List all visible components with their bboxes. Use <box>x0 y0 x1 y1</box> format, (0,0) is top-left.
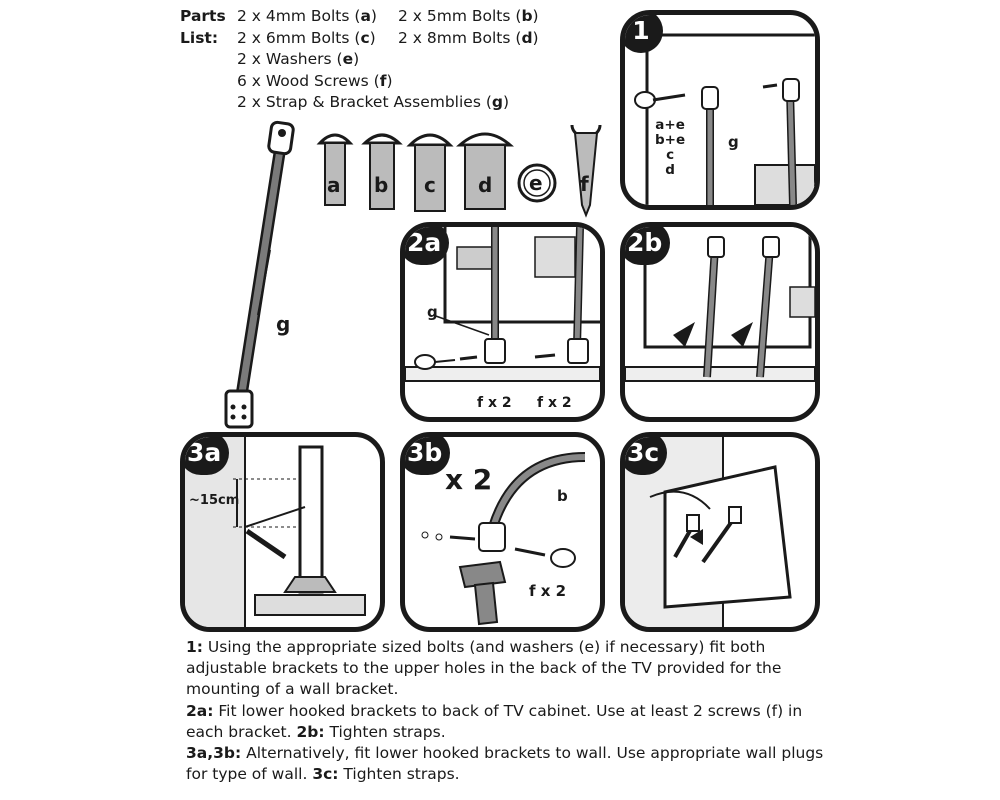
bolt-c <box>406 133 454 212</box>
bolt-d <box>456 132 514 210</box>
label-c: c <box>666 147 675 163</box>
panel-3b-label-f: f x 2 <box>529 582 567 600</box>
panel-1-badge: 1 <box>625 15 663 53</box>
parts-list-item: 2 x 4mm Bolts (a) <box>237 7 377 25</box>
list-heading: List: <box>180 28 219 47</box>
bolt-b <box>361 133 403 210</box>
panel-1-labels: a+e b+e c d <box>655 118 685 178</box>
panel-2b-badge: 2b <box>625 227 671 265</box>
panel-2a-label-f2: f x 2 <box>537 395 572 411</box>
bolt-c-label: c <box>424 173 436 197</box>
bolt-a-label: a <box>327 173 341 197</box>
strap-g-label: g <box>276 312 291 336</box>
panel-3c: 3c <box>620 432 820 632</box>
parts-heading: Parts <box>180 7 226 25</box>
panel-1: 1 a+e b+e c d g <box>620 10 820 210</box>
bolt-a <box>316 133 354 206</box>
panel-3a-distance-label: ~15cm <box>189 493 240 508</box>
parts-list-item: 2 x 8mm Bolts (d) <box>398 28 539 47</box>
panel-3b-times-two: x 2 <box>445 463 493 496</box>
panel-3a: 3a ~15cm <box>180 432 385 632</box>
panel-1-label-g: g <box>728 133 739 151</box>
instruction-paragraph: 1: Using the appropriate sized bolts (an… <box>186 638 782 699</box>
bolt-d-label: d <box>478 173 493 197</box>
parts-list-item: 2 x Strap & Bracket Assemblies (g) <box>237 93 510 111</box>
parts-list-item: 2 x 5mm Bolts (b) <box>398 7 539 25</box>
instruction-paragraph: 3a,3b: Alternatively, fit lower hooked b… <box>186 744 824 784</box>
panel-3a-badge: 3a <box>185 437 230 475</box>
bolt-b-label: b <box>374 173 389 197</box>
panel-3b: 3b x 2 b f x 2 <box>400 432 605 632</box>
parts-list-item: 2 x 6mm Bolts (c) <box>237 28 376 47</box>
label-a-e: a+e <box>655 117 685 133</box>
bolts-illustration <box>316 125 602 218</box>
panel-2a-label-f1: f x 2 <box>477 395 512 411</box>
panel-2b: 2b <box>620 222 820 422</box>
parts-list-item: 6 x Wood Screws (f) <box>237 71 393 90</box>
parts-list-item: 2 x Washers (e) <box>237 50 360 68</box>
panel-3c-badge: 3c <box>625 437 668 475</box>
instruction-paragraph: 2a: Fit lower hooked brackets to back of… <box>186 701 803 741</box>
panel-2a-badge: 2a <box>405 227 450 265</box>
label-d: d <box>665 162 675 178</box>
screw-f <box>570 125 602 218</box>
screw-f-label: f <box>580 172 589 196</box>
panel-3b-label-b: b <box>557 487 568 505</box>
panel-2a: 2a g f x 2 f x 2 <box>400 222 605 422</box>
instructions: 1: Using the appropriate sized bolts (an… <box>186 637 826 785</box>
panel-2a-label-g: g <box>427 303 438 321</box>
strap-g-illustration <box>224 120 295 429</box>
panel-3b-badge: 3b <box>405 437 451 475</box>
label-b-e: b+e <box>655 132 686 148</box>
washer-e-label: e <box>529 171 543 195</box>
